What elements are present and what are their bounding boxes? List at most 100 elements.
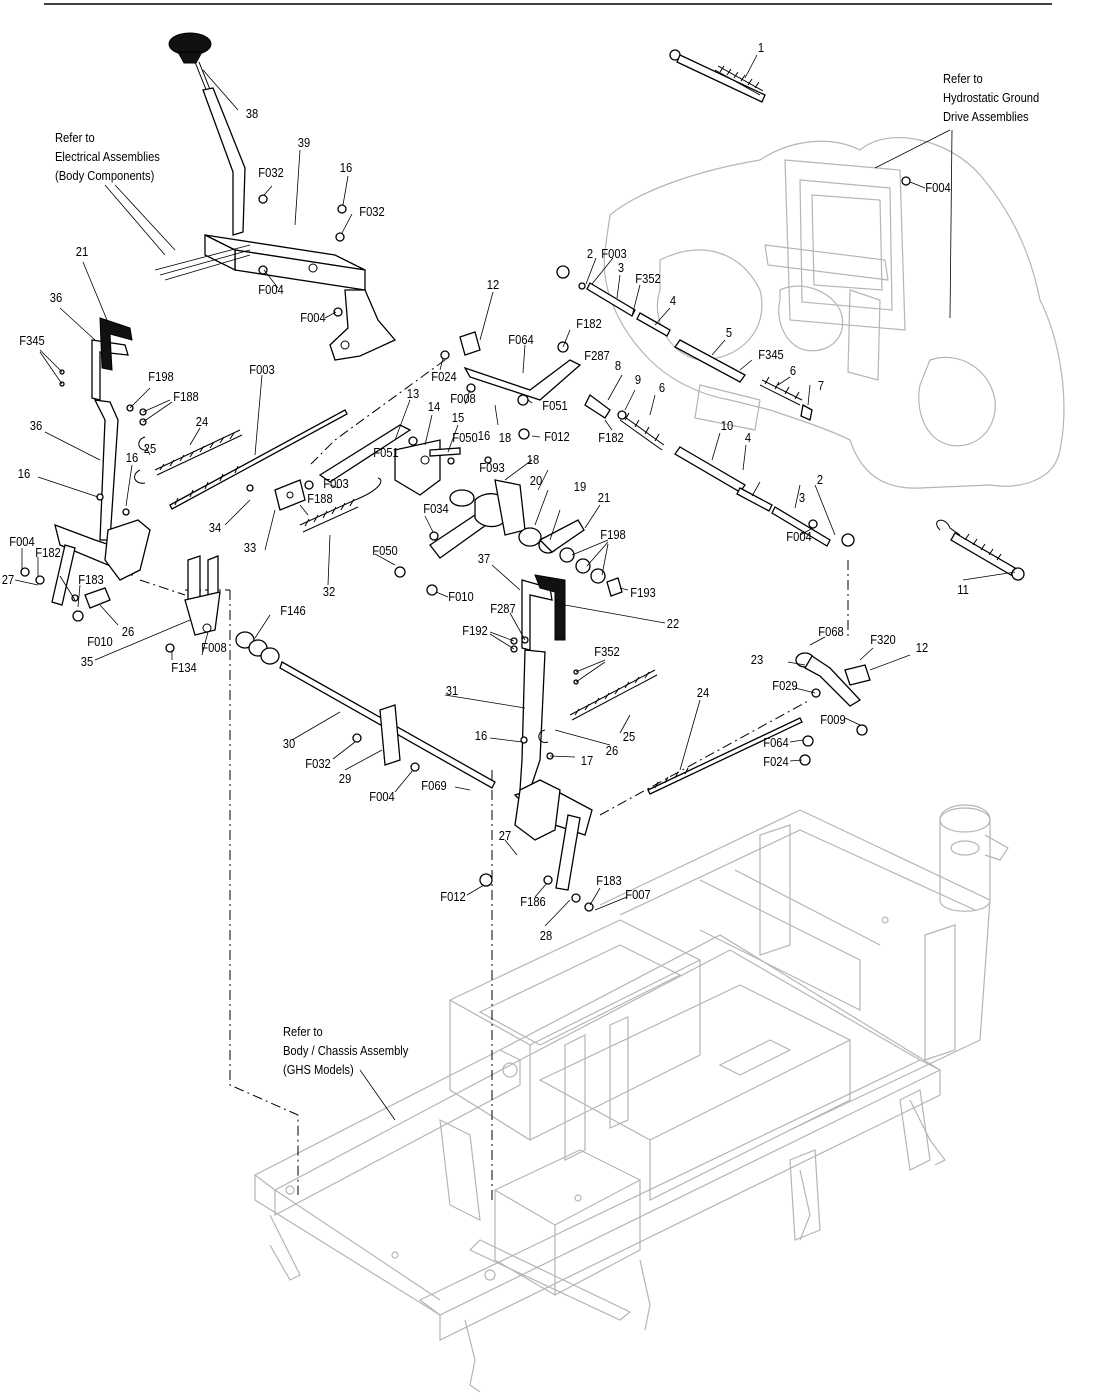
part-36-left-bracket (91, 317, 133, 401)
callout-F345: F352 (594, 644, 620, 659)
part-23-rod (647, 717, 803, 795)
callout-F004: F004 (925, 180, 951, 195)
callout-F003: F003 (601, 246, 627, 261)
callout-F064: F068 (818, 624, 844, 639)
part-35-left-lever (51, 399, 151, 606)
note-chassis-line-2: Body / Chassis Assembly (283, 1043, 409, 1058)
callout-F051: F051 (542, 398, 568, 413)
part-36-right-bracket (521, 574, 566, 651)
callout-10: 10 (721, 418, 734, 433)
callout-2: 2 (817, 472, 823, 487)
part-11-spring-rod (936, 519, 1025, 581)
callout-14: 14 (428, 399, 441, 414)
callout-F069: F093 (479, 460, 505, 475)
part-18-20-washers (518, 519, 623, 597)
note-electrical-line-2: Electrical Assemblies (55, 149, 160, 164)
callout-20: 21 (598, 490, 611, 505)
callout-26: 27 (499, 828, 512, 843)
callout-F009: F010 (448, 589, 474, 604)
note-chassis-line-3: (GHS Models) (283, 1062, 354, 1077)
callout-F188: F192 (462, 623, 488, 638)
callout-F193: F198 (600, 527, 626, 542)
callout-19: 20 (530, 473, 543, 488)
callout-16: 17 (581, 753, 594, 768)
callout-26: 26 (122, 624, 135, 639)
callout-F003: F003 (323, 476, 349, 491)
callout-23: 24 (697, 685, 710, 700)
callout-F032: F032 (258, 165, 284, 180)
callout-F345: F345 (19, 333, 45, 348)
ghost-hydrostatic-drive (603, 137, 1065, 489)
part-37-knob (168, 32, 212, 93)
callout-31: 32 (323, 584, 336, 599)
callout-F186: F188 (307, 491, 333, 506)
callout-F182: F183 (596, 873, 622, 888)
callout-24: 24 (196, 414, 209, 429)
ghost-chassis-frame (253, 804, 1009, 1393)
part-12-top-arm (459, 331, 481, 356)
callout-F068: F069 (421, 778, 447, 793)
callout-32: 33 (244, 540, 257, 555)
callout-F010: F012 (440, 889, 466, 904)
callout-27: 28 (540, 928, 553, 943)
callout-30: 31 (446, 683, 459, 698)
callout-17: 18 (499, 430, 512, 445)
callout-F004: F007 (625, 887, 651, 902)
part-31-spring (299, 477, 382, 533)
callout-36: 37 (478, 551, 491, 566)
callout-33: 34 (209, 520, 222, 535)
callout-16: 16 (478, 428, 491, 443)
callout-6: 6 (790, 363, 796, 378)
callout-labels: 1 2 2 3 3 4 4 5 6 6 7 8 9 10 11 12 12 13… (2, 40, 969, 943)
hardware-dots (20, 176, 911, 912)
part-28-plate (379, 704, 401, 766)
callout-F032: F032 (359, 204, 385, 219)
callout-15: 15 (452, 410, 465, 425)
callout-F004: F004 (300, 310, 326, 325)
callout-F192: F193 (630, 585, 656, 600)
callout-F010: F010 (87, 634, 113, 649)
callout-F064: F064 (508, 332, 534, 347)
leader-lines (14, 54, 1016, 1121)
part-30-right-lever (513, 649, 593, 891)
callout-36: 36 (50, 290, 63, 305)
part-39-rod (169, 409, 348, 510)
callout-21: 21 (76, 244, 89, 259)
note-electrical-line-1: Refer to (55, 130, 95, 145)
callout-22: 23 (751, 652, 764, 667)
callout-F182: F182 (35, 545, 61, 560)
callout-13: 13 (407, 386, 420, 401)
callout-F004: F004 (258, 282, 284, 297)
callout-F024: F024 (431, 369, 457, 384)
part-19-pivot-arm (429, 479, 526, 559)
part-22-right-arm (795, 652, 871, 707)
part-1-rod-end (669, 49, 766, 103)
note-chassis-line-1: Refer to (283, 1024, 323, 1039)
callout-F320: F345 (758, 347, 784, 362)
callout-F134: F146 (280, 603, 306, 618)
callout-F146: F182 (598, 430, 624, 445)
part-17-arm (463, 359, 582, 401)
callout-F287: F320 (870, 632, 896, 647)
part-26-left-joint (84, 587, 111, 609)
callout-29: 30 (283, 736, 296, 751)
callout-F183: F183 (78, 572, 104, 587)
callout-F032: F034 (423, 501, 449, 516)
callout-34: 35 (81, 654, 94, 669)
callout-F093: F134 (171, 660, 197, 675)
callout-F003: F004 (786, 529, 812, 544)
callout-F050: F051 (373, 445, 399, 460)
note-hydrostatic-line-1: Refer to (943, 71, 983, 86)
callout-6: 6 (659, 380, 665, 395)
callout-F182: F182 (576, 316, 602, 331)
note-hydrostatic-line-3: Drive Assemblies (943, 109, 1029, 124)
callout-12: 12 (487, 277, 500, 292)
callout-35: 36 (30, 418, 43, 433)
callout-F007: F008 (201, 640, 227, 655)
callout-F012: F024 (763, 754, 789, 769)
callout-F024: F029 (772, 678, 798, 693)
note-hydrostatic-line-2: Hydrostatic Ground (943, 90, 1039, 105)
part-13-linkage (318, 424, 461, 496)
callout-3: 3 (618, 260, 624, 275)
